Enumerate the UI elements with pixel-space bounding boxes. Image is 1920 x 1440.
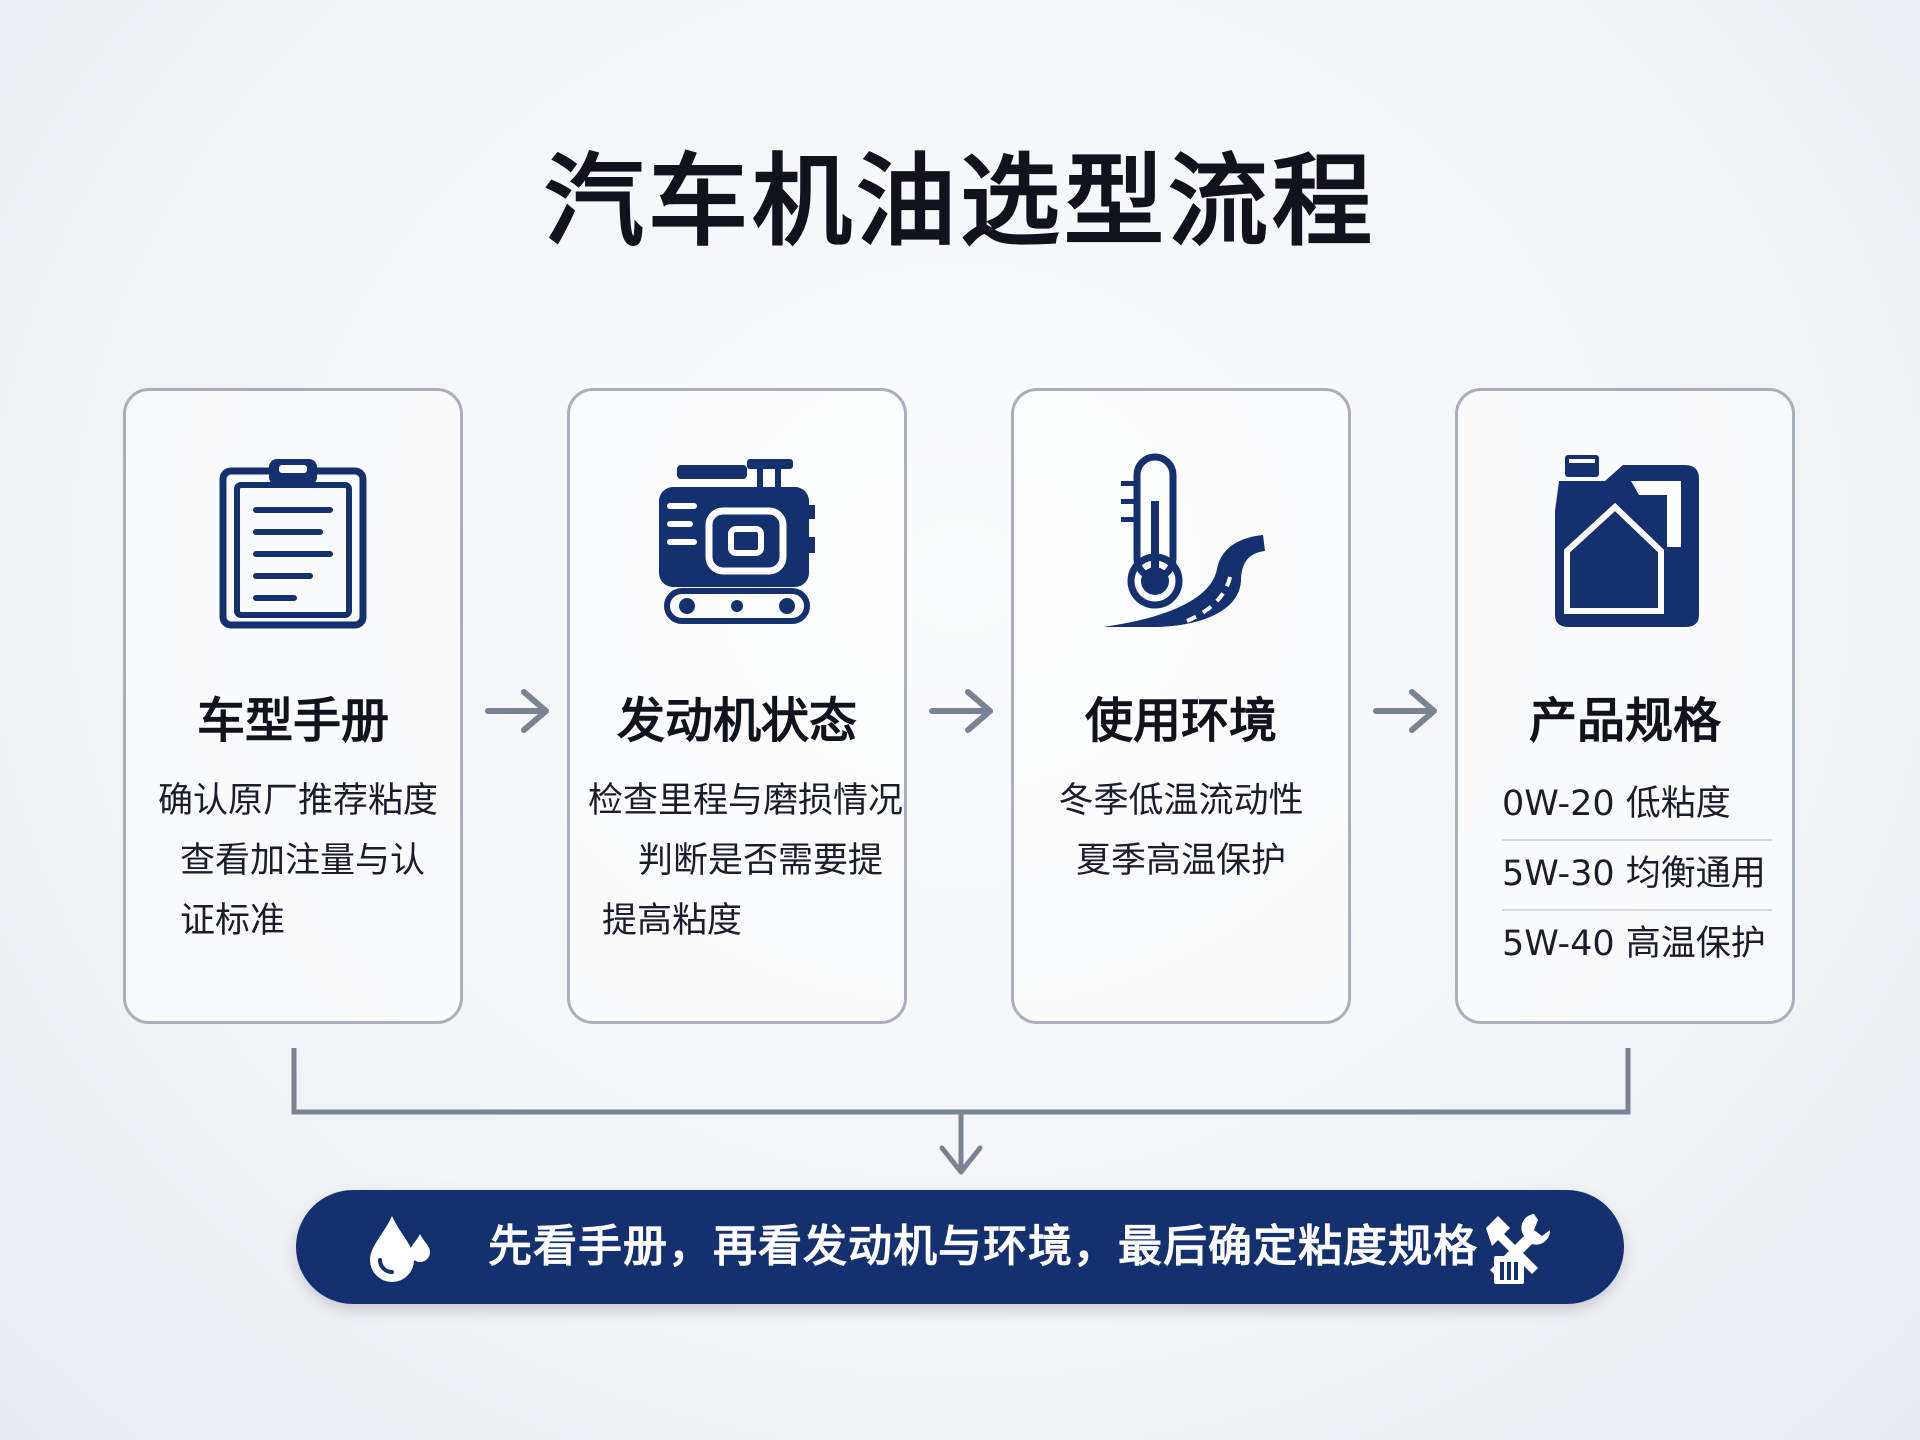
card-title: 发动机状态 xyxy=(616,693,857,749)
card-title: 产品规格 xyxy=(1528,693,1721,749)
tools-icon xyxy=(1486,1214,1551,1284)
card-line: 检查里程与磨损情况 xyxy=(588,781,904,821)
card-title: 车型手册 xyxy=(196,693,389,749)
spec-item: 5W-40 高温保护 xyxy=(1502,924,1766,964)
arrow-right-icon xyxy=(1373,689,1437,733)
card-line: 提高粘度 xyxy=(602,901,743,941)
summary-banner: 先看手册，再看发动机与环境，最后确定粘度规格 xyxy=(296,1190,1624,1304)
arrow-right-icon xyxy=(485,689,549,733)
step-card-manual: 车型手册 确认原厂推荐粘度 查看加注量与认 证标准 xyxy=(123,388,463,1024)
step-card-environment: 使用环境 冬季低温流动性 夏季高温保护 xyxy=(1011,388,1351,1024)
step-card-spec: 产品规格 0W-20 低粘度 5W-30 均衡通用 5W-40 高温保护 xyxy=(1455,388,1795,1024)
page-title: 汽车机油选型流程 xyxy=(544,143,1376,260)
spec-item: 0W-20 低粘度 xyxy=(1502,771,1772,841)
oil-drop-icon xyxy=(370,1216,430,1282)
card-title: 使用环境 xyxy=(1084,693,1277,749)
card-line: 确认原厂推荐粘度 xyxy=(158,781,439,821)
banner-text: 先看手册，再看发动机与环境，最后确定粘度规格 xyxy=(488,1221,1478,1272)
card-line: 判断是否需要提 xyxy=(638,841,884,881)
card-line: 冬季低温流动性 xyxy=(1058,781,1304,821)
card-line: 夏季高温保护 xyxy=(1075,841,1286,881)
clipboard-icon xyxy=(219,459,367,629)
card-line: 证标准 xyxy=(180,901,286,941)
step-card-engine: 发动机状态 检查里程与磨损情况 判断是否需要提 提高粘度 xyxy=(567,388,907,1024)
engine-icon xyxy=(659,459,815,624)
arrow-right-icon xyxy=(929,689,993,733)
card-line: 查看加注量与认 xyxy=(180,841,426,881)
spec-item: 5W-30 均衡通用 xyxy=(1502,841,1772,911)
oil-jug-icon xyxy=(1555,455,1699,627)
thermometer-road-icon xyxy=(1103,453,1265,627)
